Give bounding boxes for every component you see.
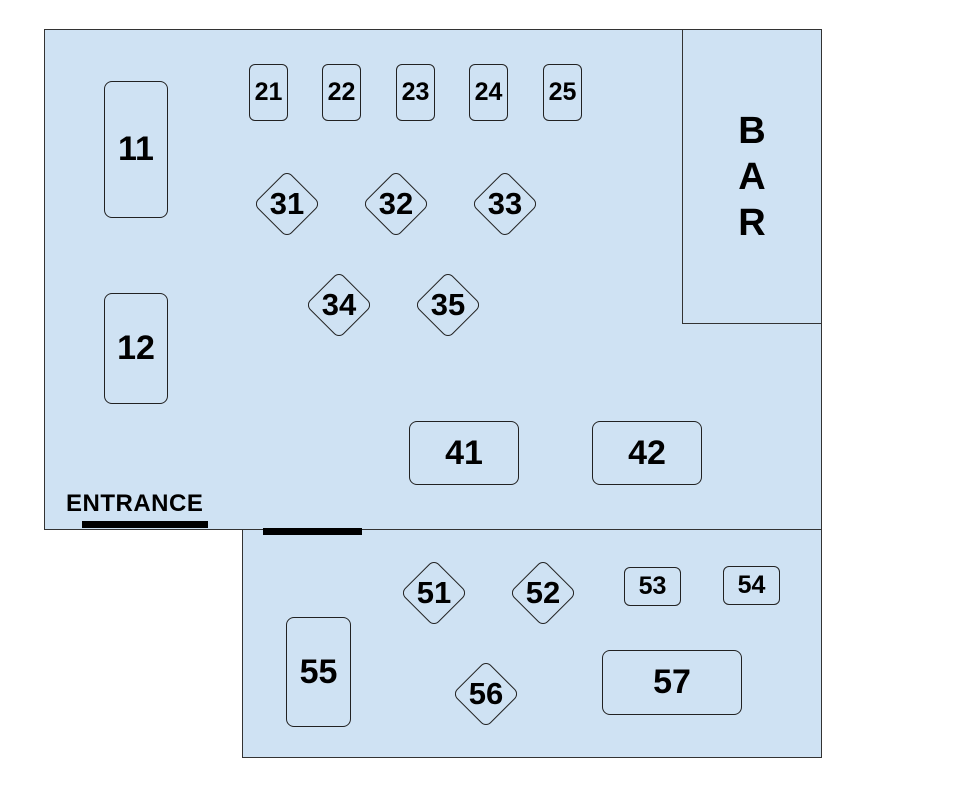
table-12-label: 12 bbox=[117, 329, 155, 367]
table-55[interactable]: 55 bbox=[286, 617, 351, 727]
table-53-label: 53 bbox=[638, 572, 667, 600]
table-54[interactable]: 54 bbox=[723, 566, 780, 605]
table-42[interactable]: 42 bbox=[592, 421, 702, 485]
table-34-label: 34 bbox=[321, 287, 357, 322]
table-33[interactable]: 33 bbox=[470, 169, 540, 239]
table-32-label: 32 bbox=[378, 186, 414, 221]
bar-letter-r: R bbox=[738, 201, 766, 244]
table-11[interactable]: 11 bbox=[104, 81, 168, 218]
entrance-door[interactable] bbox=[82, 521, 208, 528]
table-41-label: 41 bbox=[445, 433, 483, 472]
table-56[interactable]: 56 bbox=[451, 659, 521, 729]
table-23-label: 23 bbox=[401, 78, 430, 106]
table-25-label: 25 bbox=[548, 78, 577, 106]
table-25[interactable]: 25 bbox=[543, 64, 582, 121]
table-23[interactable]: 23 bbox=[396, 64, 435, 121]
table-51-label: 51 bbox=[416, 575, 452, 610]
table-53[interactable]: 53 bbox=[624, 567, 681, 606]
table-52-label: 52 bbox=[525, 575, 561, 610]
table-57[interactable]: 57 bbox=[602, 650, 742, 715]
table-35[interactable]: 35 bbox=[413, 270, 483, 340]
table-35-label: 35 bbox=[430, 287, 466, 322]
table-34[interactable]: 34 bbox=[304, 270, 374, 340]
bar-letter-a: A bbox=[738, 155, 766, 198]
table-21-label: 21 bbox=[254, 78, 283, 106]
bar-area: B A R bbox=[682, 29, 822, 324]
table-24[interactable]: 24 bbox=[469, 64, 508, 121]
table-57-label: 57 bbox=[653, 663, 691, 701]
table-56-label: 56 bbox=[468, 676, 504, 711]
table-31[interactable]: 31 bbox=[252, 169, 322, 239]
table-54-label: 54 bbox=[737, 571, 766, 599]
table-22[interactable]: 22 bbox=[322, 64, 361, 121]
table-32[interactable]: 32 bbox=[361, 169, 431, 239]
table-55-label: 55 bbox=[299, 652, 338, 691]
table-12[interactable]: 12 bbox=[104, 293, 168, 404]
inner-door[interactable] bbox=[263, 528, 362, 535]
table-11-label: 11 bbox=[118, 130, 154, 168]
table-33-label: 33 bbox=[487, 186, 523, 221]
table-41[interactable]: 41 bbox=[409, 421, 519, 485]
table-51[interactable]: 51 bbox=[399, 558, 469, 628]
bar-letter-b: B bbox=[738, 109, 766, 152]
table-52[interactable]: 52 bbox=[508, 558, 578, 628]
table-24-label: 24 bbox=[474, 78, 503, 106]
table-42-label: 42 bbox=[628, 433, 666, 472]
table-21[interactable]: 21 bbox=[249, 64, 288, 121]
entrance-label: ENTRANCE bbox=[66, 490, 204, 517]
table-22-label: 22 bbox=[327, 78, 356, 106]
table-31-label: 31 bbox=[269, 186, 305, 221]
